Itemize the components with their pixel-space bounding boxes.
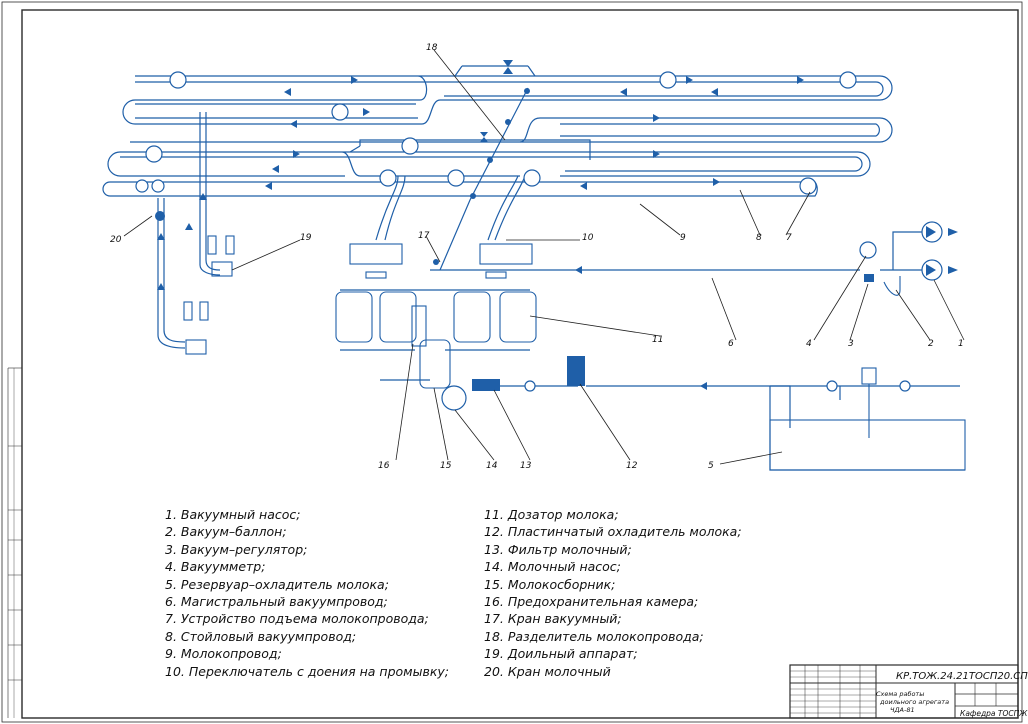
- callout-6: 6: [728, 339, 734, 349]
- milk-meter-11c: [453, 291, 491, 343]
- drawing-name-line2: доильного агрегата: [880, 698, 950, 706]
- milk-meter-11b: [379, 291, 417, 343]
- milk-tap-20: [155, 211, 165, 221]
- callout-19: 19: [300, 233, 312, 243]
- drawing-name-line1: Схема работы: [876, 690, 925, 698]
- legend-item: 15. Молокосборник;: [484, 576, 616, 592]
- legend-item: 20. Кран молочный: [484, 663, 611, 679]
- equipment: [183, 235, 966, 471]
- pipeline-lift-device-7b: [659, 71, 677, 89]
- drawing-name-line3: ЧДА-81: [890, 706, 915, 714]
- milk-meter-11a: [335, 291, 373, 343]
- milk-receiver-15: [419, 339, 451, 389]
- callout-9: 9: [680, 233, 686, 243]
- lower-loop: [107, 151, 871, 177]
- callout-12: 12: [626, 461, 638, 471]
- separator-valve-18: [503, 60, 513, 74]
- pipeline-lift-device-7a: [169, 71, 187, 89]
- callout-3: 3: [848, 339, 854, 349]
- callout-20: 20: [110, 235, 122, 245]
- title-block: [789, 664, 1019, 719]
- organization: Кафедра ТОСПЖ: [960, 709, 1028, 718]
- legend-item: 7. Устройство подъема молокопровода;: [165, 611, 429, 627]
- legend-item: 2. Вакуум–баллон;: [165, 524, 287, 540]
- milk-pump-14: [441, 385, 467, 411]
- bottom-loop: [102, 181, 818, 197]
- legend-item: 11. Дозатор молока;: [484, 507, 619, 522]
- stall-vacuum-line-loop: [130, 117, 893, 143]
- legend-item: 12. Пластинчатый охладитель молока;: [484, 524, 742, 540]
- legend-item: 8. Стойловый вакуумпровод;: [165, 628, 357, 644]
- callout-17: 17: [418, 231, 430, 241]
- drawing-code: КР.ТОЖ.24.21ТОСП20.СП: [896, 671, 1028, 682]
- callout-14: 14: [486, 461, 498, 471]
- legend-item: 19. Доильный аппарат;: [484, 646, 638, 662]
- legend-item: 16. Предохранительная камера;: [484, 594, 699, 610]
- pipeline-lift-device-7c: [839, 71, 857, 89]
- callout-13: 13: [520, 461, 532, 471]
- callout-1: 1: [958, 339, 964, 349]
- vacuum-gauge-local: [447, 169, 465, 187]
- safety-chamber-16: [411, 305, 427, 347]
- legend-item: 6. Магистральный вакуумпровод;: [165, 594, 388, 610]
- callout-leaders: [123, 49, 965, 465]
- legend-item: 5. Резервуар–охладитель молока;: [165, 576, 389, 592]
- callout-10: 10: [582, 233, 594, 243]
- plate-cooler-12: [567, 356, 585, 386]
- callout-18: 18: [426, 43, 438, 53]
- milk-pipeline-loop-upper-inner: [135, 81, 884, 119]
- vacuum-regulator-3: [864, 274, 874, 282]
- flow-arrows: [265, 76, 804, 390]
- legend-item: 10. Переключатель с доения на промывку;: [165, 663, 449, 679]
- stall-vacuum-line-loop-inner: [560, 123, 880, 137]
- callout-15: 15: [440, 461, 452, 471]
- legend-item: 14. Молочный насос;: [484, 559, 621, 575]
- legend-item: 18. Разделитель молокопровода;: [484, 628, 704, 644]
- callout-16: 16: [378, 461, 390, 471]
- legend-item: 9. Молокопровод;: [165, 646, 282, 662]
- legend-item: 13. Фильтр молочный;: [484, 541, 632, 557]
- wash-switch-10b: [479, 243, 533, 265]
- vacuum-gauge-4: [859, 241, 877, 259]
- fittings: [135, 71, 943, 411]
- callout-8: 8: [756, 233, 762, 243]
- callout-labels: 18 17 10 9 8 7 20 19 11 6 4 3 2 1 5 12 1…: [110, 43, 964, 471]
- legend-item: 3. Вакуум–регулятор;: [165, 541, 308, 557]
- callout-5: 5: [708, 461, 714, 471]
- milk-meter-11d: [499, 291, 537, 343]
- milk-filter-13: [472, 379, 500, 391]
- milk-cooler-tank-5: [769, 419, 966, 471]
- callout-11: 11: [652, 335, 663, 345]
- callout-4: 4: [806, 339, 812, 349]
- callout-2: 2: [928, 339, 934, 349]
- callout-7: 7: [786, 233, 792, 243]
- legend-item: 1. Вакуумный насос;: [165, 507, 301, 522]
- milk-pipeline-loop-upper: [122, 75, 893, 125]
- legend-item: 17. Кран вакуумный;: [484, 611, 622, 627]
- wash-switch-10a: [349, 243, 403, 265]
- legend-item: 4. Вакуумметр;: [165, 559, 266, 575]
- pipeline-network: [102, 65, 965, 471]
- valve-symbols: [155, 60, 958, 391]
- legend-right-column: 11. Дозатор молока; 12. Пластинчатый охл…: [484, 506, 742, 680]
- milking-apparatus-19: [211, 261, 233, 277]
- milk-pipeline-separator: [439, 87, 529, 271]
- legend-left-column: 1. Вакуумный насос; 2. Вакуум–баллон; 3.…: [165, 506, 449, 680]
- vacuum-balloon-2: [883, 276, 901, 296]
